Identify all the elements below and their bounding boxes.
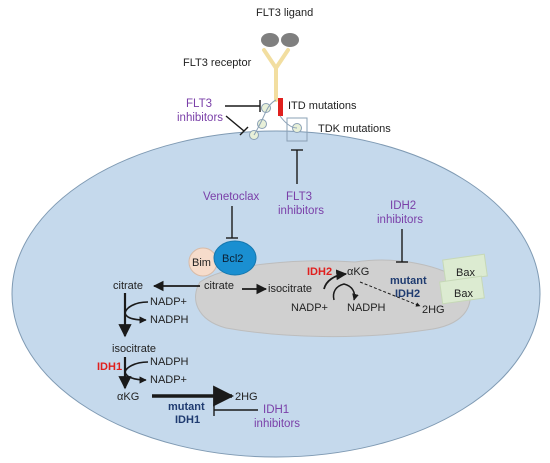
cyto-akg-label: αKG — [117, 391, 139, 403]
tdk-mutations-label: TDK mutations — [318, 123, 391, 135]
flt3-ligand-label: FLT3 ligand — [256, 7, 313, 19]
mito-isocitrate-to-akg-arrow — [323, 269, 348, 290]
mito-nadp-plus-label: NADP+ — [291, 302, 328, 314]
itd-mutations-label: ITD mutations — [288, 100, 357, 112]
flt3-inhibitors-bottom-line2: inhibitors — [278, 205, 324, 217]
mito-akg-to-2hg-arrow — [359, 281, 421, 307]
venetoclax-label: Venetoclax — [203, 191, 260, 203]
mito-nadp-cofactor-arrow — [332, 283, 359, 301]
bim-label: Bim — [192, 257, 211, 269]
cyto-nadp-plus-2-label: NADP+ — [150, 374, 187, 386]
flt3-bottom-inhibition-arrow — [291, 149, 303, 184]
flt3-inhibitors-bottom-line1: FLT3 — [286, 191, 312, 203]
flt3-inhibitors-left-line2: inhibitors — [177, 112, 223, 124]
mito-idh2-label: IDH2 — [307, 266, 332, 278]
cyto-nadp-cofactor-arrow-1 — [124, 301, 149, 324]
idh2-inhibitors-line2: inhibitors — [377, 214, 423, 226]
idh1-inhibitors-line2: inhibitors — [254, 418, 300, 430]
mito-2hg-label: 2HG — [422, 304, 445, 316]
flt3-receptor-label: FLT3 receptor — [183, 57, 252, 69]
cyto-mutant-idh1-label: IDH1 — [175, 414, 200, 426]
bcl2-ellipse — [213, 240, 257, 276]
mito-isocitrate-label: isocitrate — [268, 283, 312, 295]
flt3-receptor — [262, 48, 290, 102]
mito-akg-label: αKG — [347, 266, 369, 278]
mito-nadph-label: NADPH — [347, 302, 386, 314]
cyto-mutant-label: mutant — [168, 401, 205, 413]
ligand-circle-2 — [281, 33, 299, 47]
cyto-isocitrate-label: isocitrate — [112, 343, 156, 355]
bcl2-label: Bcl2 — [222, 253, 243, 265]
itd-mutation-marker — [278, 98, 283, 116]
mito-mutant-label: mutant — [390, 275, 427, 287]
mito-citrate-label: citrate — [204, 280, 234, 292]
cyto-idh1-label: IDH1 — [97, 361, 122, 373]
idh1-inhibitors-line1: IDH1 — [263, 404, 289, 416]
flt3-inhibitors-left-line1: FLT3 — [186, 98, 212, 110]
cyto-nadph-1-label: NADPH — [150, 314, 189, 326]
cyto-citrate-label: citrate — [113, 280, 143, 292]
cyto-2hg-label: 2HG — [235, 391, 258, 403]
tdk-box — [286, 117, 308, 142]
bax-label-1: Bax — [456, 267, 475, 279]
idh2-inhibitors-line1: IDH2 — [390, 200, 416, 212]
cyto-nadp-plus-1-label: NADP+ — [150, 296, 187, 308]
flt3-left-inhibition-arrows — [225, 100, 261, 136]
venetoclax-inhibition-arrow — [226, 206, 238, 239]
mito-mutant-idh2-label: IDH2 — [395, 288, 420, 300]
idh2-inhibition-arrow — [396, 229, 408, 263]
idh1-inhibition-arrow — [213, 404, 258, 416]
cyto-nadp-cofactor-arrow-2 — [124, 361, 149, 384]
mitochondrion — [195, 259, 471, 338]
bax-label-2: Bax — [454, 288, 473, 300]
bax-box-2 — [439, 275, 485, 305]
cyto-nadph-2-label: NADPH — [150, 356, 189, 368]
ligand-circle-1 — [261, 33, 279, 47]
